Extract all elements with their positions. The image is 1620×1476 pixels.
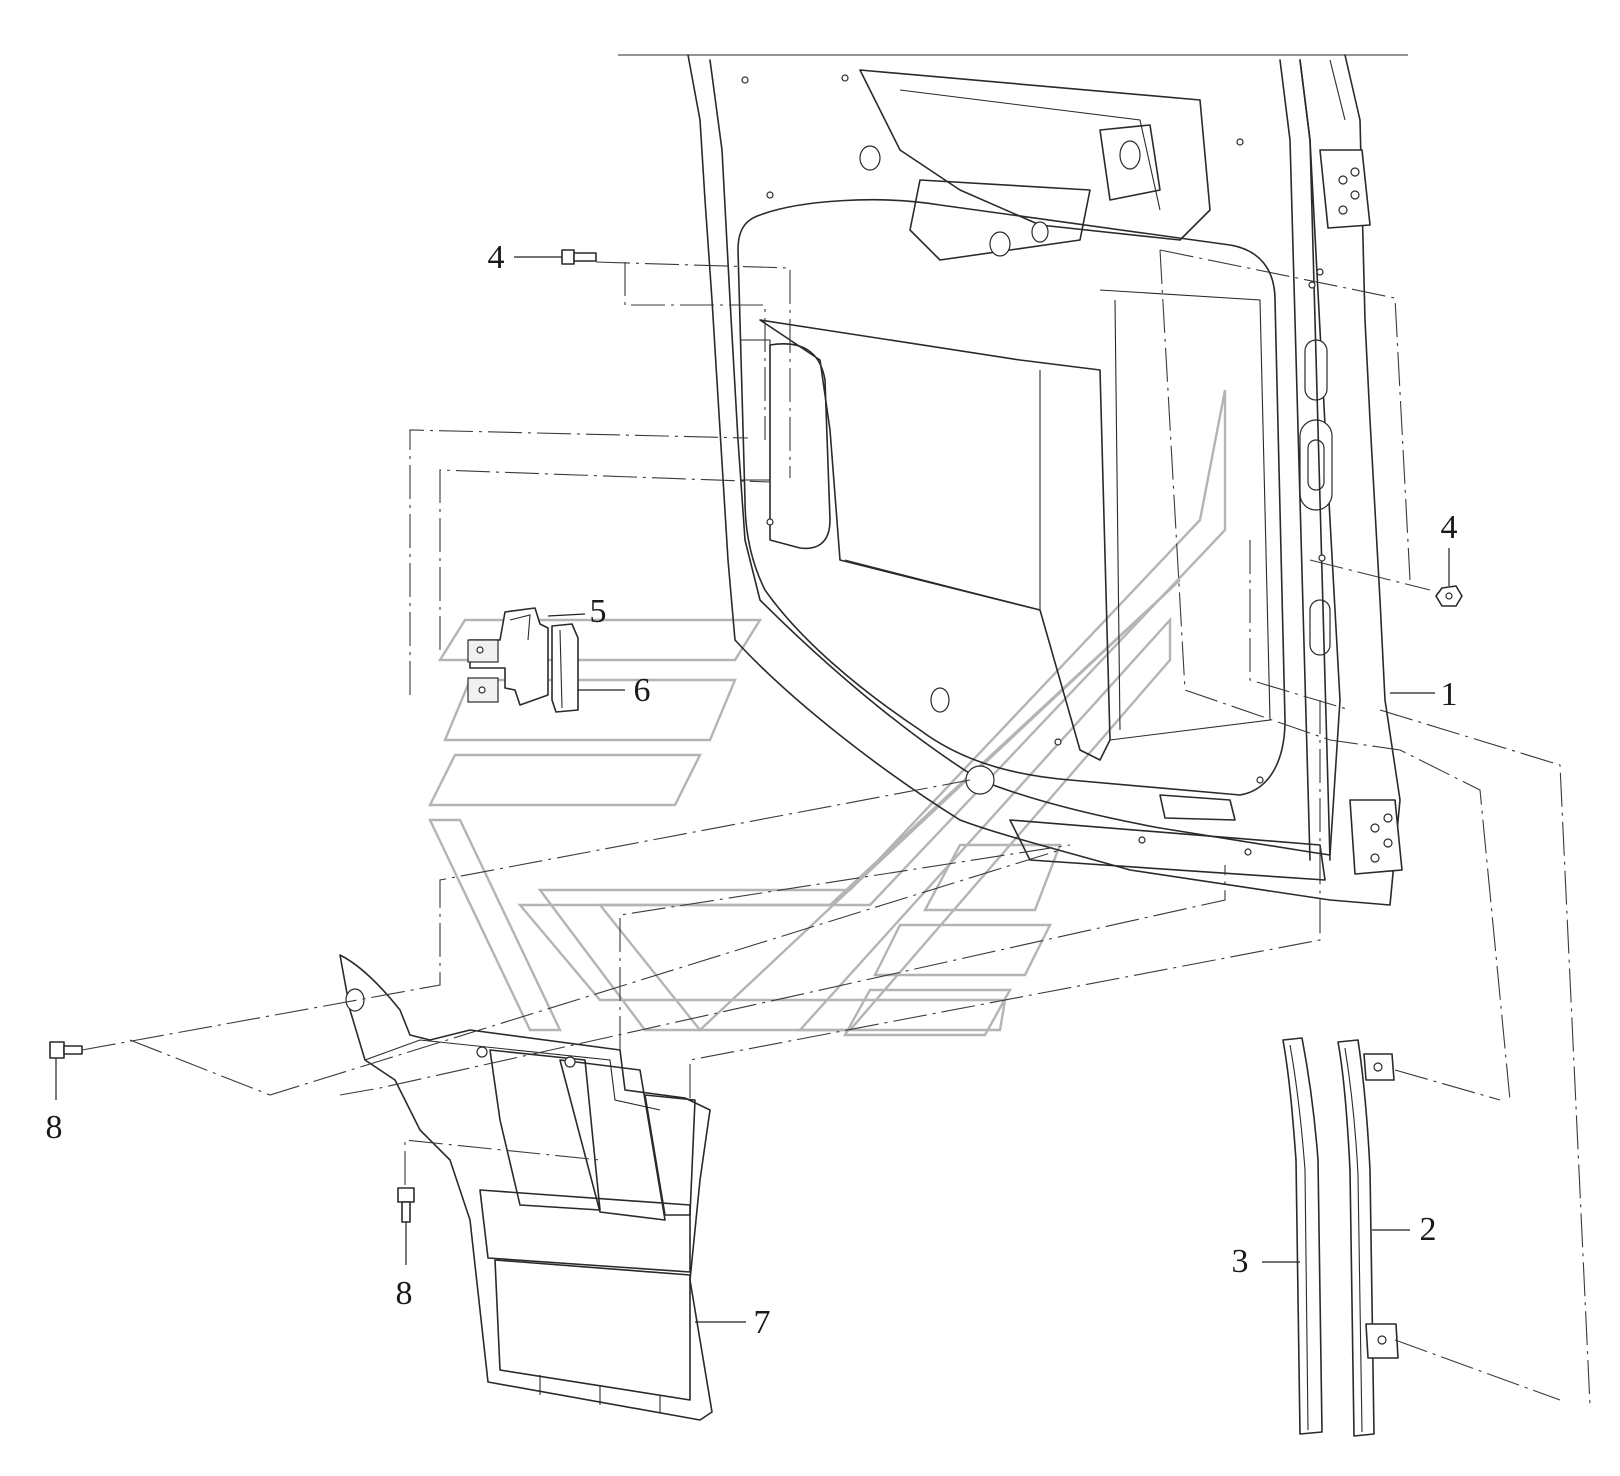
callout-7: 7	[754, 1304, 771, 1341]
spacer-6	[551, 623, 579, 713]
callout-8-left: 8	[46, 1109, 63, 1146]
mud-flap-7	[339, 954, 713, 1421]
assembly-lines	[81, 249, 1591, 1406]
lower-hinge	[1349, 799, 1403, 875]
watermark-logo	[428, 389, 1227, 1037]
callout-8-bottom: 8	[396, 1275, 413, 1312]
leader-lines	[55, 256, 1450, 1323]
callout-1: 1	[1441, 676, 1458, 713]
screw-8-left	[49, 1041, 83, 1059]
callout-4-top: 4	[488, 239, 505, 276]
bracket-5	[467, 607, 549, 706]
bolt-4-left	[561, 249, 597, 265]
door-inner-panel	[687, 54, 1403, 906]
callout-5: 5	[590, 593, 607, 630]
callout-6: 6	[634, 672, 651, 709]
callout-2: 2	[1420, 1211, 1437, 1248]
callout-4-right: 4	[1441, 509, 1458, 546]
nut-4-right	[1435, 585, 1463, 607]
callout-3: 3	[1232, 1243, 1249, 1280]
window-channel-2	[1337, 1039, 1399, 1437]
callout-labels: 1 2 3 4 4 5 6 7 8 8	[46, 239, 1458, 1341]
window-channel-3	[1282, 1037, 1323, 1435]
screw-8-bottom	[397, 1187, 415, 1223]
upper-hinge	[1319, 149, 1371, 229]
